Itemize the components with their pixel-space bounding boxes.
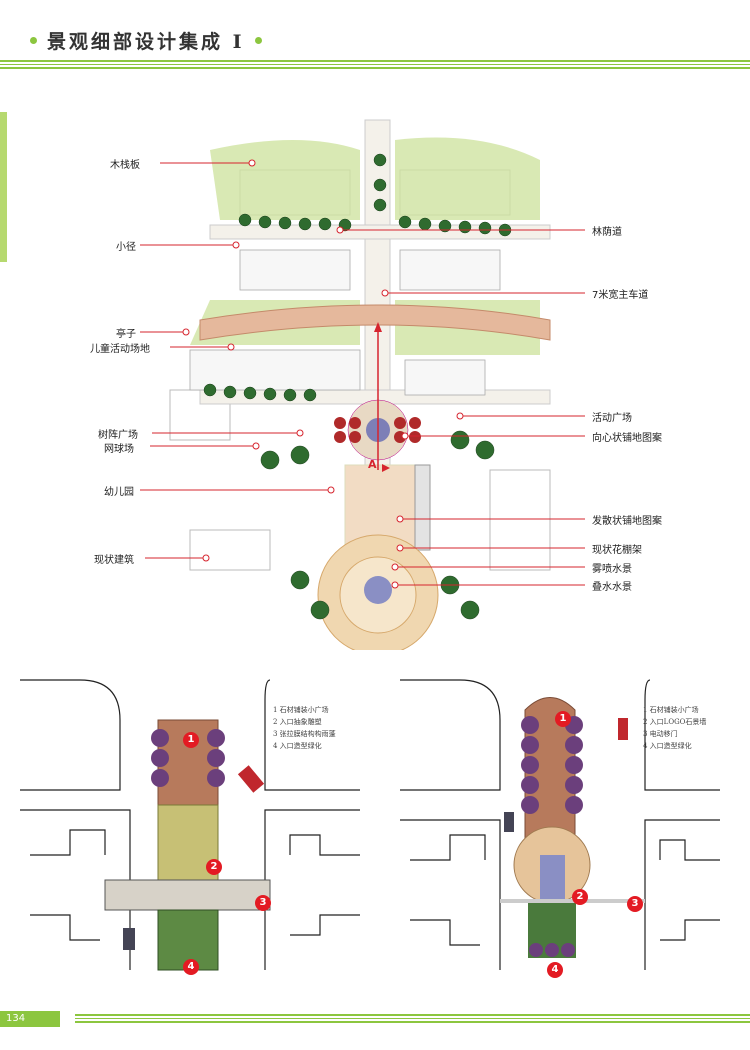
plan-b-marker-4: 4 <box>547 962 563 978</box>
page-header: 景观细部设计集成 I <box>0 0 750 78</box>
label-path: 小径 <box>116 242 136 253</box>
label-cascade: 叠水水景 <box>592 582 632 593</box>
header-rule-2 <box>0 64 750 65</box>
label-pergola: 现状花棚架 <box>592 545 642 556</box>
label-centripetal-paving: 向心状铺地图案 <box>592 433 662 444</box>
header-rule-3 <box>0 67 750 69</box>
bullet-dot-left <box>30 36 37 44</box>
footer-rule-2 <box>75 1018 750 1019</box>
plan-a-legend-1: 1 石材铺装小广场 <box>273 706 329 714</box>
entrance-plan-a <box>20 679 360 971</box>
plan-b-marker-3: 3 <box>627 896 643 912</box>
plan-a-legend-2: 2 入口抽象雕塑 <box>273 718 322 726</box>
plan-b-legend-1: 1 石材铺装小广场 <box>643 706 699 714</box>
label-mist-fountain: 雾喷水景 <box>592 564 632 575</box>
plan-a-marker-3: 3 <box>255 895 271 911</box>
label-boulevard: 林荫道 <box>592 227 622 238</box>
leader-lines <box>140 159 585 589</box>
plan-a-legend-3: 3 张拉膜结构构雨蓬 <box>273 730 336 738</box>
plan-a-legend-4: 4 入口造型绿化 <box>273 742 322 750</box>
footer-rule-3 <box>75 1021 750 1023</box>
footer-rule-1 <box>75 1014 750 1016</box>
entrance-plan-b <box>400 679 720 970</box>
header-rule-1 <box>0 60 750 62</box>
section-mark: A <box>368 458 377 471</box>
plan-b-marker-1: 1 <box>555 711 571 727</box>
page-title: 景观细部设计集成 I <box>47 30 245 53</box>
plan-b-legend-2: 2 入口LOGO石景墙 <box>643 718 707 726</box>
bullet-dot-right <box>254 36 262 44</box>
plan-a-marker-4: 4 <box>183 959 199 975</box>
label-main-road: 7米宽主车道 <box>592 290 649 301</box>
plan-b-legend: 1 石材铺装小广场 2 入口LOGO石景墙 3 电动移门 4 入口造型绿化 <box>643 704 706 752</box>
label-radial-paving: 发散状铺地图案 <box>592 516 662 527</box>
label-kindergarten: 幼儿园 <box>104 487 134 498</box>
title-row: 景观细部设计集成 I <box>30 28 262 53</box>
label-tree-plaza: 树阵广场 <box>98 430 138 441</box>
plan-a-legend: 1 石材铺装小广场 2 入口抽象雕塑 3 张拉膜结构构雨蓬 4 入口造型绿化 <box>273 704 336 752</box>
label-boardwalk: 木栈板 <box>110 160 140 171</box>
label-existing-building: 现状建筑 <box>94 555 134 566</box>
label-kids-area: 儿童活动场地 <box>90 344 150 355</box>
master-plan-drawing <box>169 119 551 650</box>
label-pavilion: 亭子 <box>116 329 136 340</box>
page-number: 134 <box>0 1011 60 1027</box>
label-tennis-court: 网球场 <box>104 444 134 455</box>
plan-b-legend-3: 3 电动移门 <box>643 730 678 738</box>
label-activity-plaza: 活动广场 <box>592 413 632 424</box>
side-tab <box>0 112 7 262</box>
plan-a-marker-1: 1 <box>183 732 199 748</box>
plan-a-marker-2: 2 <box>206 859 222 875</box>
plan-b-marker-2: 2 <box>572 889 588 905</box>
plan-b-legend-4: 4 入口造型绿化 <box>643 742 692 750</box>
